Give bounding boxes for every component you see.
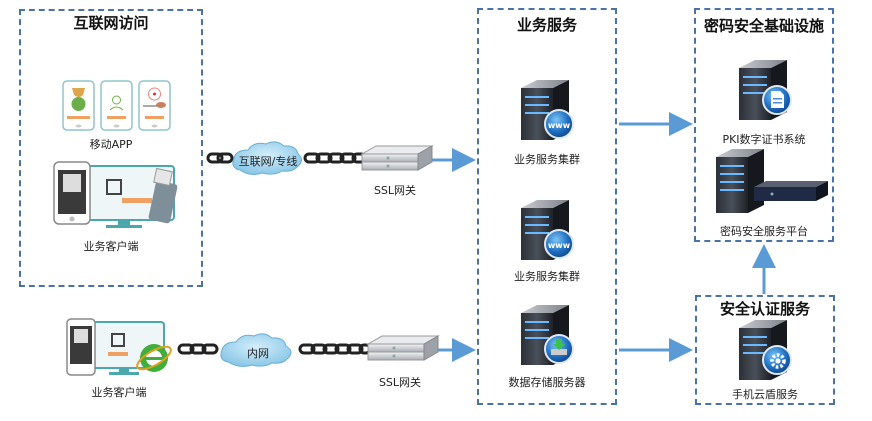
- business-services-group: [477, 8, 617, 405]
- auth-node-1-label: 手机云盾服务: [732, 388, 798, 401]
- web-server-icon: www: [521, 80, 574, 140]
- phone-fingerprint: [62, 80, 95, 131]
- crypto-infrastructure-group: [694, 8, 834, 242]
- ssl-gateway-1-label: SSL网关: [373, 184, 417, 197]
- svg-text:www: www: [548, 241, 571, 250]
- business-client-internet-icon: [53, 161, 178, 228]
- crypto-infrastructure-title: 密码安全基础设施: [703, 17, 824, 35]
- business-services-title: 业务服务: [516, 16, 577, 34]
- mobile-app-label: 移动APP: [89, 138, 133, 151]
- intranet-cloud-label: 内网: [247, 347, 269, 360]
- internet-access-title: 互联网访问: [73, 14, 149, 32]
- crypto-node-2-label: 密码安全服务平台: [720, 225, 808, 238]
- internet-cloud-icon: [232, 141, 302, 175]
- business-client-internet-label: 业务客户端: [83, 240, 139, 253]
- chain-intranet-right: [298, 343, 372, 355]
- business-client-intranet-label: 业务客户端: [91, 386, 147, 399]
- internet-cloud-label: 互联网/专线: [238, 155, 298, 168]
- business-client-intranet-icon: [66, 318, 172, 376]
- chain-internet-left: [206, 152, 234, 164]
- ssl-gateway-2-label: SSL网关: [378, 376, 422, 389]
- mobile-app-phones: [62, 80, 171, 131]
- svg-text:www: www: [548, 121, 571, 130]
- phone-e-signature: [138, 80, 171, 131]
- business-node-3-label: 数据存储服务器: [508, 376, 586, 389]
- usb-key-icon: [148, 167, 178, 224]
- ssl-gateway-icon: [360, 145, 434, 171]
- internet-access-group: [19, 9, 203, 287]
- web-server-icon: www: [521, 200, 574, 260]
- ssl-gateway-icon: [366, 335, 440, 361]
- cloud-shield-server-icon: [739, 320, 792, 380]
- hardware-appliance-icon: [754, 181, 828, 201]
- phone-face-recognition: [100, 80, 133, 131]
- crypto-node-1-label: PKI数字证书系统: [722, 133, 806, 146]
- auth-services-title: 安全认证服务: [719, 300, 810, 318]
- pki-server-icon: [739, 60, 792, 120]
- ie-browser-icon: [136, 344, 172, 372]
- chain-internet-right: [303, 152, 367, 164]
- storage-server-icon: [521, 305, 574, 365]
- business-node-2-label: 业务服务集群: [514, 270, 580, 283]
- intranet-cloud-icon: [220, 333, 292, 367]
- chain-intranet-left: [177, 343, 219, 355]
- auth-services-group: [695, 295, 835, 405]
- crypto-platform-icon: [716, 149, 828, 213]
- business-node-1-label: 业务服务集群: [514, 153, 580, 166]
